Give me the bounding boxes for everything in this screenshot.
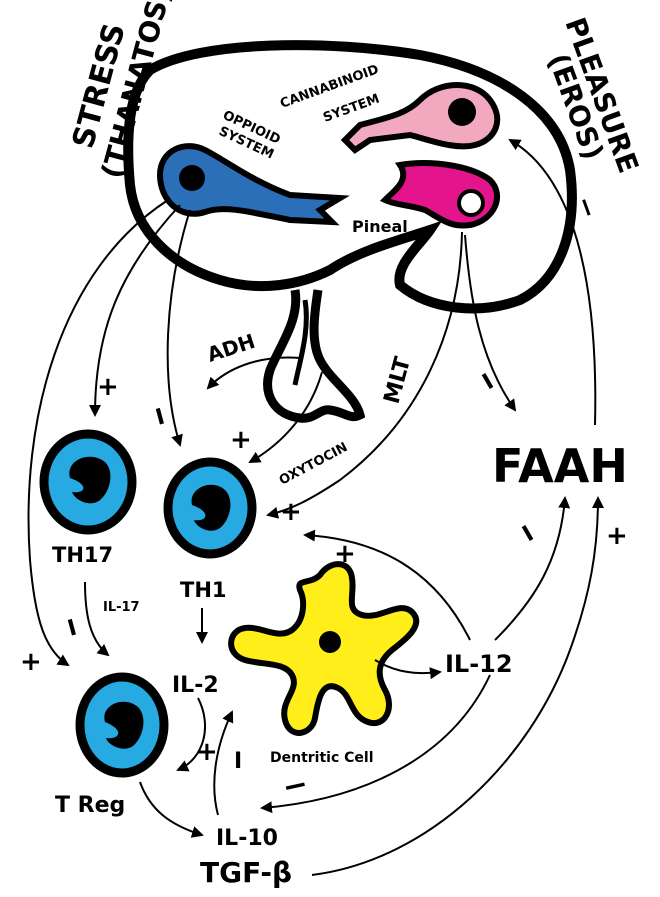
sign-bar-il12-faah: I [519,521,539,547]
treg-label: T Reg [55,793,125,818]
sign-plus-oxytocin: + [230,425,252,455]
sign-plus-tgfb-faah: + [606,521,628,551]
th1-label: TH1 [180,578,227,602]
tgfb-label: TGF-β [200,856,292,889]
th17-cell-icon [44,434,132,530]
sign-bar-il10-il2: I [234,749,242,774]
sign-plus-il12-th1: + [334,539,356,569]
sign-plus-il2-treg: + [196,737,218,767]
arrow-treg-to-il10 [140,782,202,835]
il17-label: IL-17 [103,600,140,615]
sign-bar-il17: I [65,616,79,642]
th17-label: TH17 [52,543,113,567]
il12-label: IL-12 [445,650,513,678]
dendritic-cell-icon [231,564,416,733]
arrow-il12-to-faah [495,498,565,640]
treg-cell-icon [80,677,164,773]
sign-plus-treg: + [20,647,42,677]
mlt-label: MLT [380,354,416,406]
pituitary-stalk [268,290,360,418]
il2-label: IL-2 [172,673,219,698]
il10-label: IL-10 [216,826,278,851]
faah-label: FAAH [492,439,628,493]
dendritic-cell-label: Dentritic Cell [270,750,374,766]
sign-bar-th1: I [153,405,167,431]
sign-minus-il12-il10: − [279,766,311,805]
pineal-label: Pineal [352,217,408,236]
arrow-th17-to-treg [85,582,108,655]
sign-plus-th17: + [97,372,119,402]
th1-cell-icon [168,462,252,554]
adh-label: ADH [204,329,258,367]
sign-plus-mlt: + [280,497,302,527]
